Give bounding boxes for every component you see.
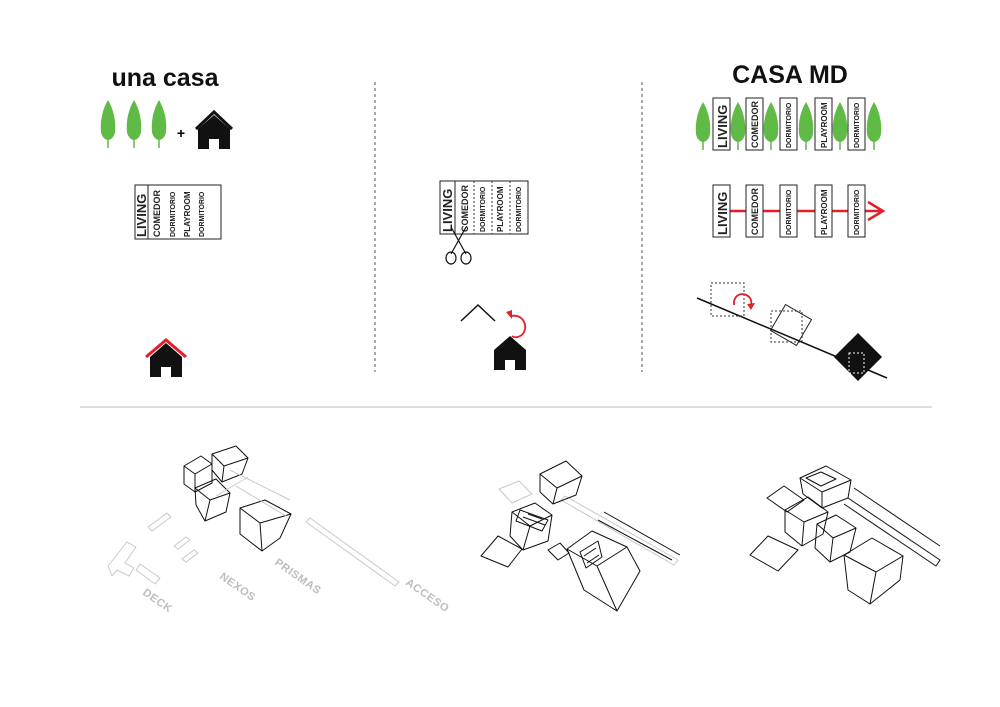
room-stack: LIVING COMEDOR DORMITORIO PLAYROOM DORMI… <box>134 184 222 240</box>
panel-casa-md: CASA MD LIVING COMEDOR DORMITORIO PLAYRO… <box>695 61 888 382</box>
room-box <box>147 184 222 240</box>
room-label: DORMITORIO <box>786 102 793 148</box>
room-box <box>712 184 731 238</box>
room-label: LIVING <box>134 194 149 237</box>
label-deck: DECK <box>140 587 174 616</box>
room-label: DORMITORIO <box>480 186 487 232</box>
tree-icon <box>866 101 882 151</box>
rotate-arrow-icon <box>733 293 755 310</box>
rooms-with-trees: LIVING COMEDOR DORMITORIO PLAYROOM DORMI… <box>695 97 882 151</box>
room-box <box>745 97 764 151</box>
tree-icon <box>763 101 779 151</box>
square-dashed <box>848 352 865 374</box>
room-label: DORMITORIO <box>786 189 793 235</box>
square-rotated <box>769 303 813 347</box>
room-label: DORMITORIO <box>199 191 206 237</box>
room-label: LIVING <box>440 189 455 232</box>
room-label: PLAYROOM <box>183 191 192 237</box>
room-box <box>745 184 764 238</box>
room-label: DORMITORIO <box>854 102 861 148</box>
panel-una-casa: una casa + LIVING COMEDOR DORMITORIO PLA… <box>100 64 234 377</box>
room-label: PLAYROOM <box>496 186 505 232</box>
tree-icon <box>730 101 746 151</box>
house-icon <box>194 109 234 149</box>
room-box <box>814 184 833 238</box>
room-box <box>847 97 866 151</box>
room-label: COMEDOR <box>750 188 760 236</box>
tree-icon <box>798 101 814 151</box>
axo-exploded: DECK NEXOS PRISMAS ACCESO <box>107 445 451 616</box>
rooms-sequence: LIVING COMEDOR DORMITORIO PLAYROOM DORMI… <box>712 184 886 238</box>
label-prismas: PRISMAS <box>272 557 323 598</box>
panel-cut: LIVING COMEDOR DORMITORIO PLAYROOM DORMI… <box>439 180 529 370</box>
room-label: COMEDOR <box>750 101 760 149</box>
tree-icon <box>100 99 116 149</box>
square-filled <box>833 332 883 382</box>
tree-icon <box>151 99 167 149</box>
room-label: DORMITORIO <box>170 191 177 237</box>
room-label: DORMITORIO <box>516 186 523 232</box>
room-label: COMEDOR <box>152 190 162 238</box>
tree-icon <box>832 101 848 151</box>
panel1-title: una casa <box>111 64 219 92</box>
room-box <box>814 97 833 151</box>
panel3-title: CASA MD <box>732 61 848 89</box>
room-box <box>779 184 798 238</box>
roof-outline <box>460 303 496 322</box>
room-label: LIVING <box>715 105 730 148</box>
room-box <box>712 97 731 151</box>
house-icon <box>494 336 526 370</box>
label-nexos: NEXOS <box>217 571 257 604</box>
house-red-roof-icon <box>145 338 187 377</box>
tree-icon <box>126 99 142 149</box>
room-label: PLAYROOM <box>820 189 829 235</box>
arrow-right-icon <box>867 200 886 222</box>
room-box <box>847 184 866 238</box>
room-label: LIVING <box>715 192 730 235</box>
rotate-arrow-icon <box>506 310 527 339</box>
axo-final <box>749 465 941 605</box>
rotation-sequence <box>696 282 888 382</box>
plus-sign: + <box>177 125 185 141</box>
tree-icon <box>695 101 711 151</box>
room-box <box>779 97 798 151</box>
axo-assembled <box>480 460 681 612</box>
room-label: DORMITORIO <box>854 189 861 235</box>
trees-row <box>100 99 167 149</box>
square-dashed <box>770 310 803 343</box>
room-stack-cut: LIVING COMEDOR DORMITORIO PLAYROOM DORMI… <box>439 180 529 235</box>
room-label: COMEDOR <box>460 185 470 233</box>
label-acceso: ACCESO <box>403 577 451 616</box>
square-dashed <box>710 282 745 317</box>
scissors-icon <box>445 226 472 265</box>
room-label: PLAYROOM <box>820 102 829 148</box>
